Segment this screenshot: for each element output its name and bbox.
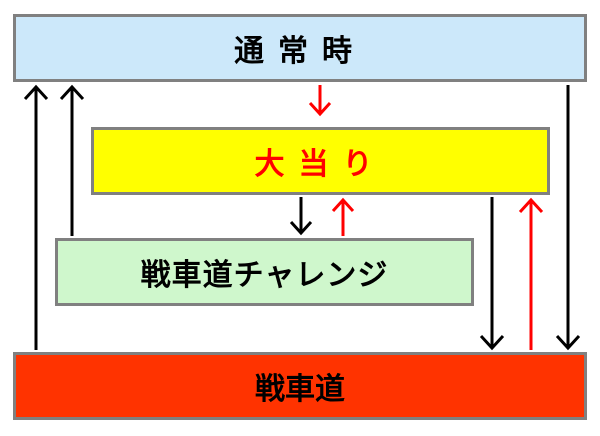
arrow-challenge-to-jackpot — [331, 197, 355, 236]
arrow-sensha-do-to-jackpot — [518, 197, 544, 350]
arrow-challenge-to-normal — [59, 84, 85, 236]
state-sensha-do-box: 戦車道 — [13, 352, 587, 420]
state-jackpot-box: 大当り — [91, 127, 550, 195]
arrow-normal-to-jackpot — [308, 85, 332, 117]
state-normal-label: 通常時 — [234, 34, 366, 69]
arrow-jackpot-to-sensha-do — [479, 197, 505, 351]
state-sensha-do-label: 戦車道 — [255, 372, 345, 407]
state-challenge-box: 戦車道チャレンジ — [55, 238, 474, 306]
arrow-sensha-do-to-normal-left — [23, 84, 49, 350]
state-normal-box: 通常時 — [13, 14, 587, 82]
state-jackpot-label: 大当り — [254, 147, 387, 182]
state-challenge-label: 戦車道チャレンジ — [140, 258, 389, 293]
arrow-normal-to-sensha-do — [555, 85, 581, 351]
arrow-jackpot-to-challenge — [289, 197, 313, 236]
